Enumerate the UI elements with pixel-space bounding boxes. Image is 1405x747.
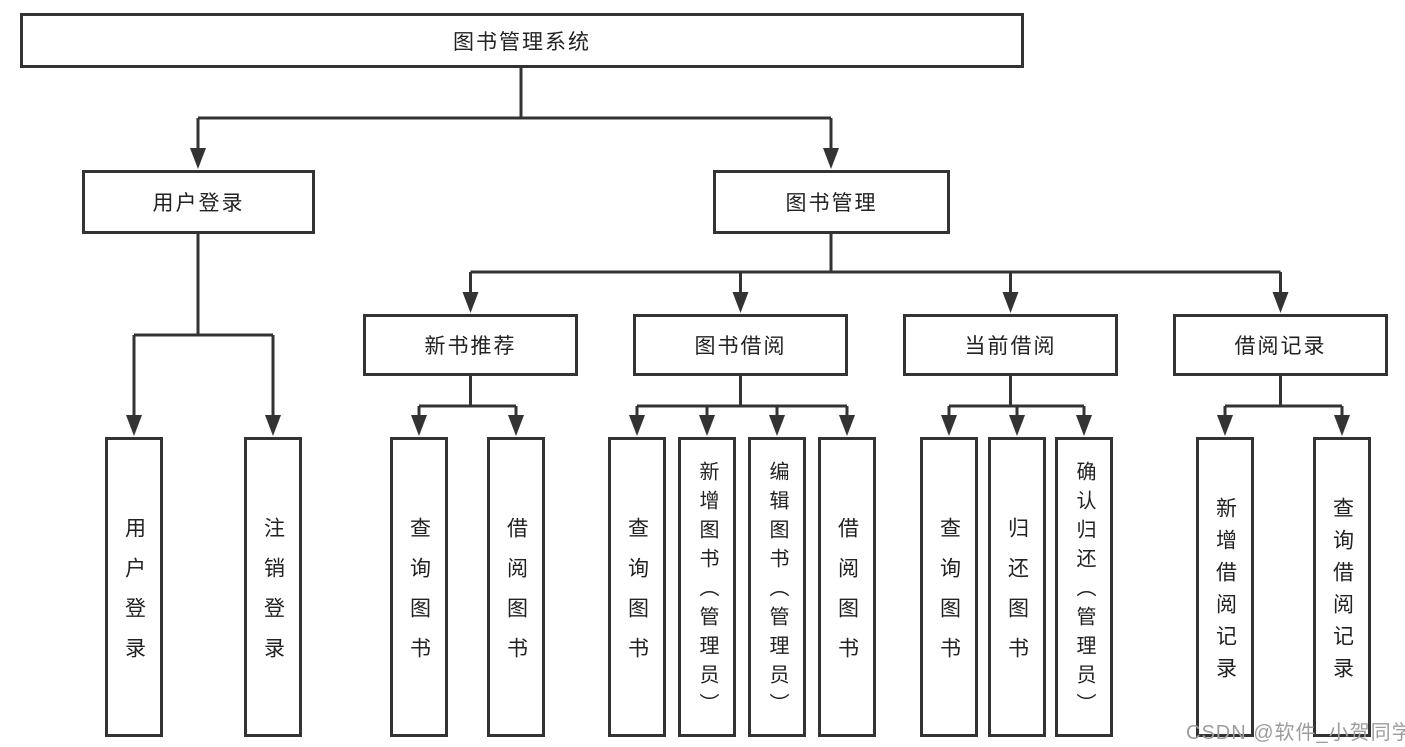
node-book-management: 图书管理 <box>713 170 950 234</box>
node-label: 注销登录 <box>261 516 285 677</box>
leaf-current-query-book: 查询图书 <box>920 437 978 737</box>
node-book-borrowing: 图书借阅 <box>633 314 848 376</box>
leaf-add-book-admin: 新增图书（管理员） <box>678 437 736 737</box>
node-label: 新书推荐 <box>424 335 517 358</box>
leaf-rec-borrow-book: 借阅图书 <box>487 437 545 737</box>
leaf-return-book: 归还图书 <box>988 437 1046 737</box>
node-label: 图书借阅 <box>694 335 787 358</box>
node-label: 编辑图书（管理员） <box>766 461 788 722</box>
node-label: 新增借阅记录 <box>1213 496 1237 689</box>
connector-new-rec-children <box>411 376 524 436</box>
node-label: 借阅图书 <box>504 516 528 677</box>
node-label: 查询借阅记录 <box>1330 496 1354 689</box>
leaf-logout: 注销登录 <box>244 437 302 737</box>
node-borrowing-records: 借阅记录 <box>1173 314 1388 376</box>
node-label: 借阅记录 <box>1234 335 1327 358</box>
node-current-borrowing: 当前借阅 <box>903 314 1118 376</box>
node-label: 图书管理 <box>785 192 878 215</box>
connector-current-children <box>941 376 1092 436</box>
leaf-add-borrow-record: 新增借阅记录 <box>1196 437 1254 737</box>
node-label: 查询图书 <box>407 516 431 677</box>
node-new-book-recommend: 新书推荐 <box>363 314 578 376</box>
connector-borrowing-children <box>629 376 855 436</box>
node-user-login: 用户登录 <box>82 170 315 234</box>
connector-records-children <box>1217 376 1350 436</box>
leaf-rec-query-book: 查询图书 <box>390 437 448 737</box>
node-label: 用户登录 <box>152 192 245 215</box>
node-label: 新增图书（管理员） <box>696 461 718 722</box>
node-system-root: 图书管理系统 <box>20 13 1024 68</box>
node-label: 图书管理系统 <box>453 30 591 54</box>
leaf-query-borrow-record: 查询借阅记录 <box>1313 437 1371 737</box>
node-label: 借阅图书 <box>835 516 859 677</box>
node-label: 查询图书 <box>937 516 961 677</box>
connector-user-login-children <box>126 234 281 436</box>
node-label: 当前借阅 <box>964 335 1057 358</box>
connector-root-to-level2 <box>190 68 839 169</box>
node-label: 查询图书 <box>625 516 649 677</box>
node-label: 归还图书 <box>1005 516 1029 677</box>
node-label: 确认归还（管理员） <box>1073 461 1095 722</box>
csdn-watermark: CSDN @软件_小贺同学 <box>1186 722 1405 744</box>
leaf-borrow-query-book: 查询图书 <box>608 437 666 737</box>
node-label: 用户登录 <box>122 516 146 677</box>
connector-book-mgmt-children <box>462 234 1289 313</box>
leaf-confirm-return-admin: 确认归还（管理员） <box>1055 437 1113 737</box>
leaf-user-login: 用户登录 <box>105 437 163 737</box>
leaf-borrow-book: 借阅图书 <box>818 437 876 737</box>
leaf-edit-book-admin: 编辑图书（管理员） <box>748 437 806 737</box>
